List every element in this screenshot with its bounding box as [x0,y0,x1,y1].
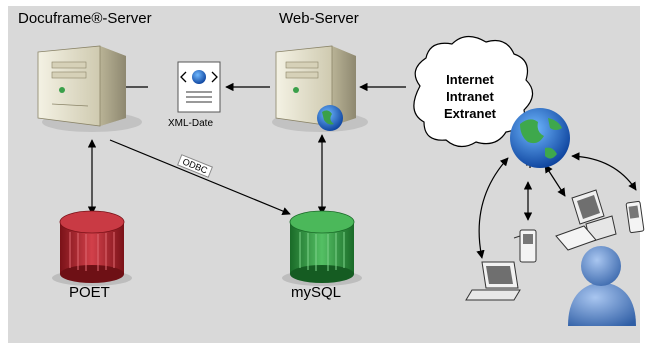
globe-laptop-arrow [476,157,509,259]
docuframe-server-icon [37,45,142,132]
mysql-database-icon [282,210,362,286]
poet-label: POET [69,284,110,301]
user-icon [568,246,636,326]
poet-database-icon [52,210,132,286]
cloud-label-internet: Internet [446,72,494,87]
document-globe-icon [177,61,221,113]
web-server-icon [272,45,368,132]
xml-date-label: XML-Date [168,118,214,129]
cloud-label-extranet: Extranet [443,106,497,121]
mysql-label: mySQL [291,284,342,301]
globe-desktop-arrow [544,164,566,197]
mobile-phone-icon [513,229,537,263]
desktop-computer-icon [555,189,617,251]
laptop-icon [465,261,521,301]
cloud-label-intranet: Intranet [446,89,494,104]
cloud-icon [413,35,534,148]
globe-icon [510,108,570,168]
pda-icon [625,200,645,234]
docuframe-server-title: Docuframe®-Server [18,10,152,27]
globe-pda-arrow [571,152,637,191]
web-server-title: Web-Server [279,10,359,27]
odbc-arrow [109,139,291,216]
